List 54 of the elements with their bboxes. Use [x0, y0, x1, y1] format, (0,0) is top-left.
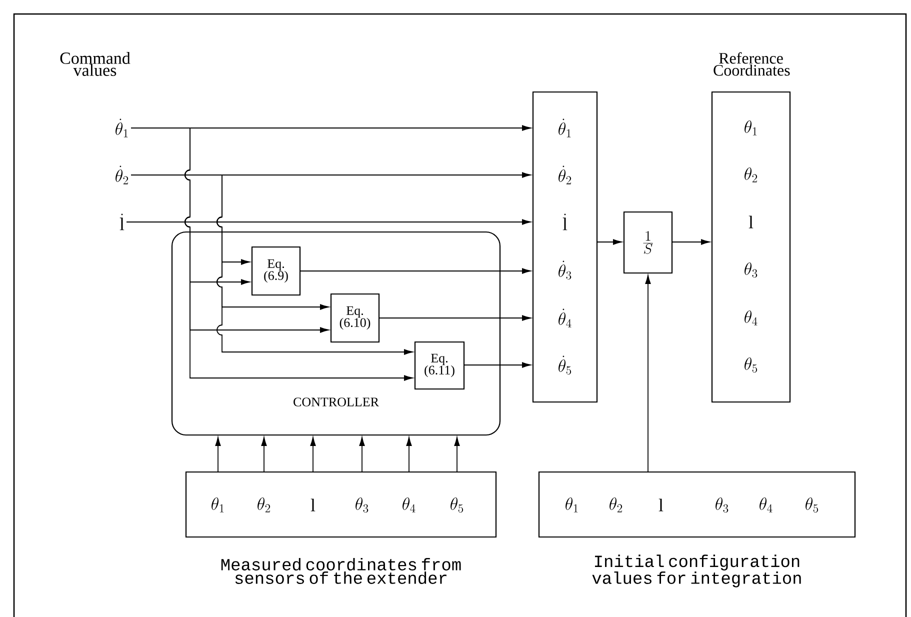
node-label: Initial configuration values for integration	[592, 554, 801, 588]
arrow	[261, 437, 267, 472]
symbol: $\theta_{3}$	[356, 498, 368, 513]
symbol: $\theta_{3}$	[716, 498, 728, 513]
symbol: $\dot{\theta}_{1}$	[558, 118, 571, 138]
vector-box	[711, 52, 791, 403]
heading: Reference Coordinates	[714, 52, 790, 76]
symbol: $\theta_{4}$	[744, 310, 758, 326]
input-symbol: $\dot{\theta}_{1}$	[116, 118, 128, 138]
coordinate-box	[538, 471, 856, 588]
coordinate-box	[185, 471, 497, 584]
arrow	[378, 315, 531, 321]
input-symbol: $\dot{\theta}_{2}$	[116, 166, 128, 184]
symbol: $\theta_{5}$	[450, 498, 464, 513]
arrow	[406, 437, 412, 472]
arrow	[596, 239, 622, 245]
symbol: $\dot{\theta}_{2}$	[558, 166, 572, 184]
arrow	[645, 275, 651, 472]
symbol: $\theta_{4}$	[760, 498, 772, 512]
symbol: $\dot{\mathrm{l}}$	[562, 214, 568, 230]
symbol: $\dot{\theta}_{3}$	[558, 260, 572, 280]
arrow	[215, 437, 221, 472]
arrow	[310, 437, 316, 472]
symbol: $\theta_{2}$	[610, 498, 622, 512]
vector-box	[532, 91, 598, 403]
symbol: $\theta_{3}$	[744, 262, 758, 278]
arrow	[454, 437, 460, 472]
arrow	[672, 239, 710, 245]
arrow	[300, 268, 531, 274]
heading: Command values	[60, 52, 130, 76]
symbol: $\theta_{1}$	[744, 120, 757, 136]
arrow	[130, 174, 413, 355]
symbol: $\theta_{1}$	[212, 498, 224, 512]
arrow	[130, 128, 413, 381]
symbol: $\theta_{5}$	[806, 498, 818, 513]
symbol: $\theta_{2}$	[258, 498, 270, 512]
symbol: $\dot{\theta}_{5}$	[558, 356, 572, 374]
input-symbol: $\dot{\mathrm{l}}$	[120, 214, 124, 230]
equation-box: Eq. (6.9)	[251, 246, 301, 296]
arrow	[359, 437, 365, 472]
arrow	[126, 219, 531, 225]
integrator-box: $\frac{1}{S}$	[623, 211, 673, 274]
node-label: Measured coordinates from sensors of the extender	[221, 558, 461, 584]
symbol: $\theta_{4}$	[402, 498, 416, 512]
symbol: $\theta_{2}$	[744, 168, 758, 182]
arrow	[464, 362, 531, 368]
symbol: $\dot{\theta}_{4}$	[558, 308, 572, 328]
symbol: $\theta_{1}$	[566, 498, 578, 512]
equation-box: Eq. (6.11)	[414, 341, 465, 390]
symbol: $\mathrm{l}$	[748, 216, 754, 228]
symbol: $\mathrm{l}$	[310, 498, 316, 512]
symbol: $\theta_{5}$	[744, 358, 758, 373]
equation-box: Eq. (6.10)	[330, 293, 380, 343]
symbol: $\mathrm{l}$	[658, 498, 664, 512]
